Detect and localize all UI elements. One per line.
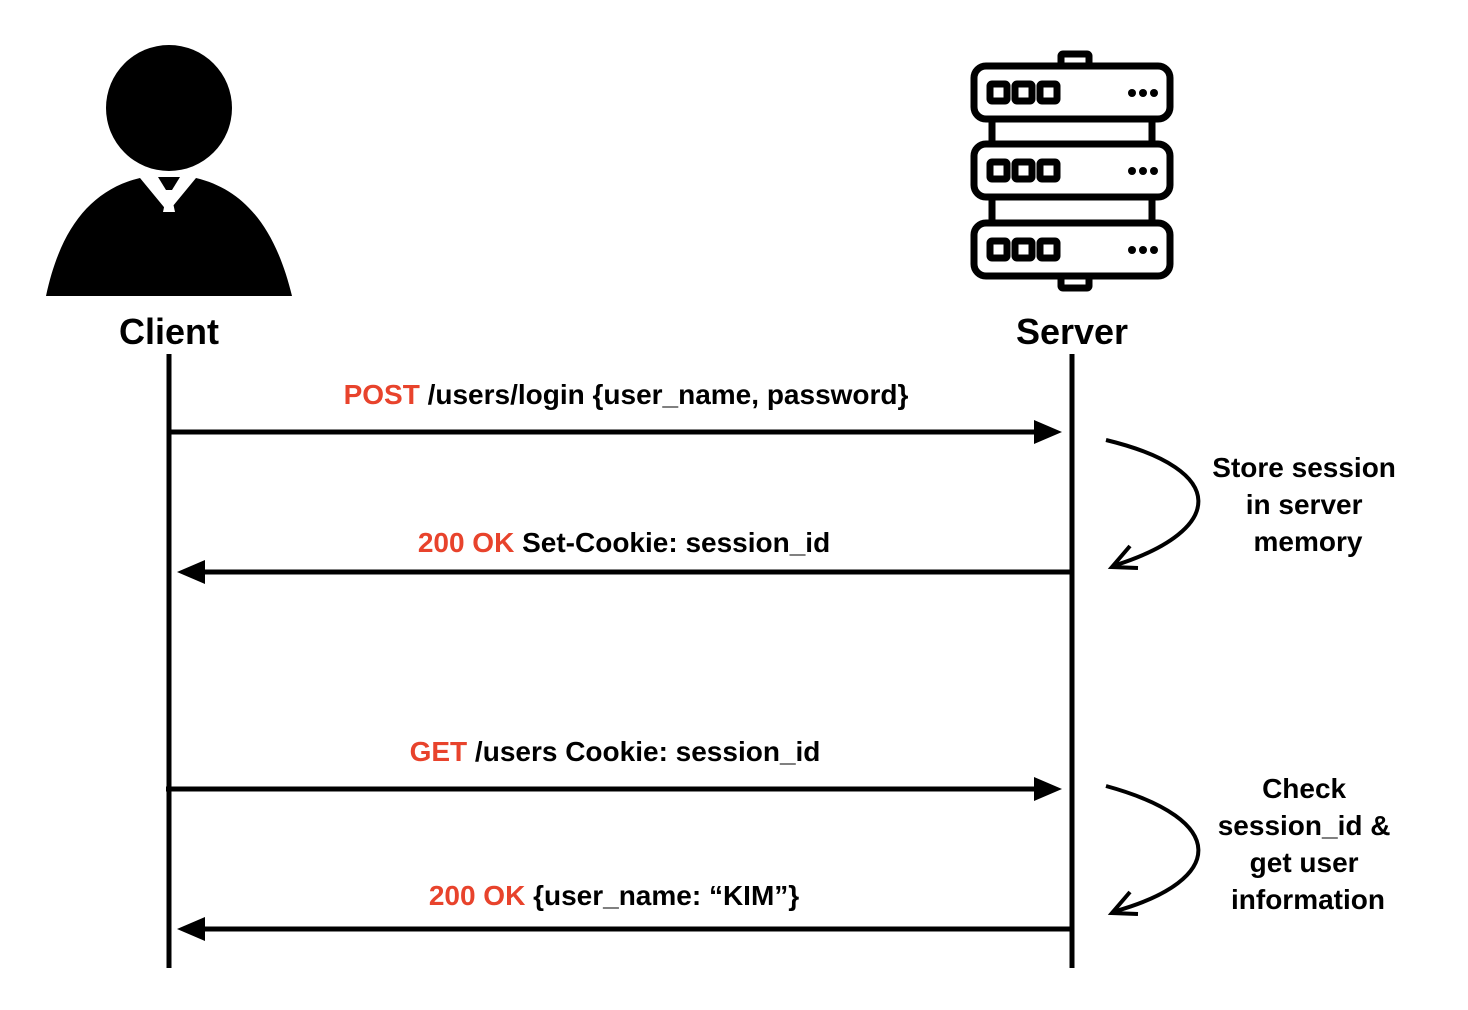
arrowhead-right-icon — [1034, 777, 1062, 801]
server-rack-icon — [970, 50, 1174, 292]
note-check-session: Check session_id & get user information — [1218, 773, 1399, 915]
http-method: GET — [410, 736, 468, 767]
server-status-dots — [1128, 89, 1158, 254]
person-icon — [46, 45, 292, 296]
client-label: Client — [119, 311, 219, 352]
http-method: POST — [344, 379, 420, 410]
message-text: Set-Cookie: session_id — [514, 527, 830, 558]
message-label-set-cookie: 200 OK Set-Cookie: session_id — [418, 527, 830, 558]
arrowhead-left-icon — [177, 917, 205, 941]
curved-arrow-icon — [1105, 438, 1201, 567]
message-text: /users Cookie: session_id — [467, 736, 820, 767]
message-text: /users/login {user_name, password} — [420, 379, 909, 410]
note-store-session: Store session in server memory — [1212, 452, 1403, 557]
message-label-get-users: GET /users Cookie: session_id — [410, 736, 821, 767]
curved-arrow-icon — [1105, 784, 1201, 913]
http-status: 200 OK — [418, 527, 515, 558]
server-label: Server — [1016, 311, 1128, 352]
message-text: {user_name: “KIM”} — [525, 880, 799, 911]
http-status: 200 OK — [429, 880, 526, 911]
curved-arrowhead-icon — [1107, 890, 1139, 916]
arrowhead-left-icon — [177, 560, 205, 584]
message-label-login: POST /users/login {user_name, password} — [344, 379, 909, 410]
arrowhead-right-icon — [1034, 420, 1062, 444]
curved-arrowhead-icon — [1107, 544, 1139, 570]
message-label-user-info: 200 OK {user_name: “KIM”} — [429, 880, 799, 911]
